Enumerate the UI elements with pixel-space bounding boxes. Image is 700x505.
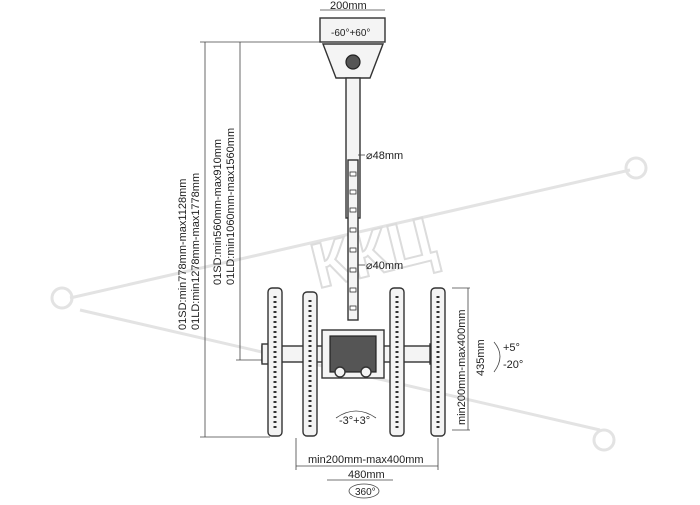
- pole-holes: [349, 171, 357, 311]
- horizontal-vesa-label: min200mm-max400mm: [308, 454, 424, 466]
- hub-knob-left: [334, 366, 346, 378]
- lower-pole: [347, 159, 359, 321]
- ceiling-plate: [319, 17, 386, 43]
- pole-ld-label: 01LD:min1060mm-max1560mm: [225, 128, 237, 285]
- pole-sd-label: 01SD:min560mm-max910mm: [212, 139, 224, 285]
- tilt-up-label: +5°: [503, 342, 520, 354]
- upper-pole-diameter-label: ⌀48mm: [366, 150, 403, 162]
- arm-width-label: 480mm: [348, 469, 385, 481]
- watermark-circle-bottom: [592, 428, 616, 452]
- rotation-label: 360°: [355, 487, 376, 498]
- swivel-label: -3°+3°: [339, 415, 370, 427]
- watermark-circle-right: [624, 156, 648, 180]
- top-plate-width-label: 200mm: [330, 0, 367, 12]
- hub-knob-right: [360, 366, 372, 378]
- vesa-rail: [267, 287, 283, 437]
- right-dimension-group: min200mm-max400mm 435mm +5° -20°: [452, 287, 523, 431]
- swivel-group: -3°+3°: [335, 410, 377, 427]
- vesa-rails: [267, 287, 446, 437]
- tilt-down-label: -20°: [503, 359, 523, 371]
- height-ld-total-label: 01LD:min1278mm-max1778mm: [190, 173, 202, 330]
- arm-group: [261, 329, 445, 379]
- bracket-height-label: 435mm: [475, 339, 487, 376]
- ceiling-plate-group: 200mm -60°+60°: [319, 0, 386, 79]
- tilt-arc-icon: [493, 341, 501, 373]
- watermark-text: ККЦ: [304, 202, 443, 302]
- hub-clamp: [329, 335, 377, 373]
- bottom-dimension-group: min200mm-max400mm 480mm 360°: [295, 438, 439, 499]
- vesa-rail: [302, 291, 318, 437]
- height-sd-total-label: 01SD:min778mm-max1128mm: [177, 179, 189, 330]
- rotation-arrow-icon: [348, 483, 380, 499]
- watermark-circle-left: [50, 286, 74, 310]
- lower-pole-diameter-label: ⌀40mm: [366, 260, 403, 272]
- vertical-vesa-label: min200mm-max400mm: [456, 309, 468, 425]
- top-tilt-label: -60°+60°: [331, 28, 370, 39]
- swivel-arc-icon: [335, 410, 377, 419]
- pole-group: ⌀48mm ⌀40mm: [345, 77, 403, 321]
- vesa-rail: [389, 287, 405, 437]
- vesa-rail: [430, 287, 446, 437]
- hinge-bolt: [345, 54, 361, 70]
